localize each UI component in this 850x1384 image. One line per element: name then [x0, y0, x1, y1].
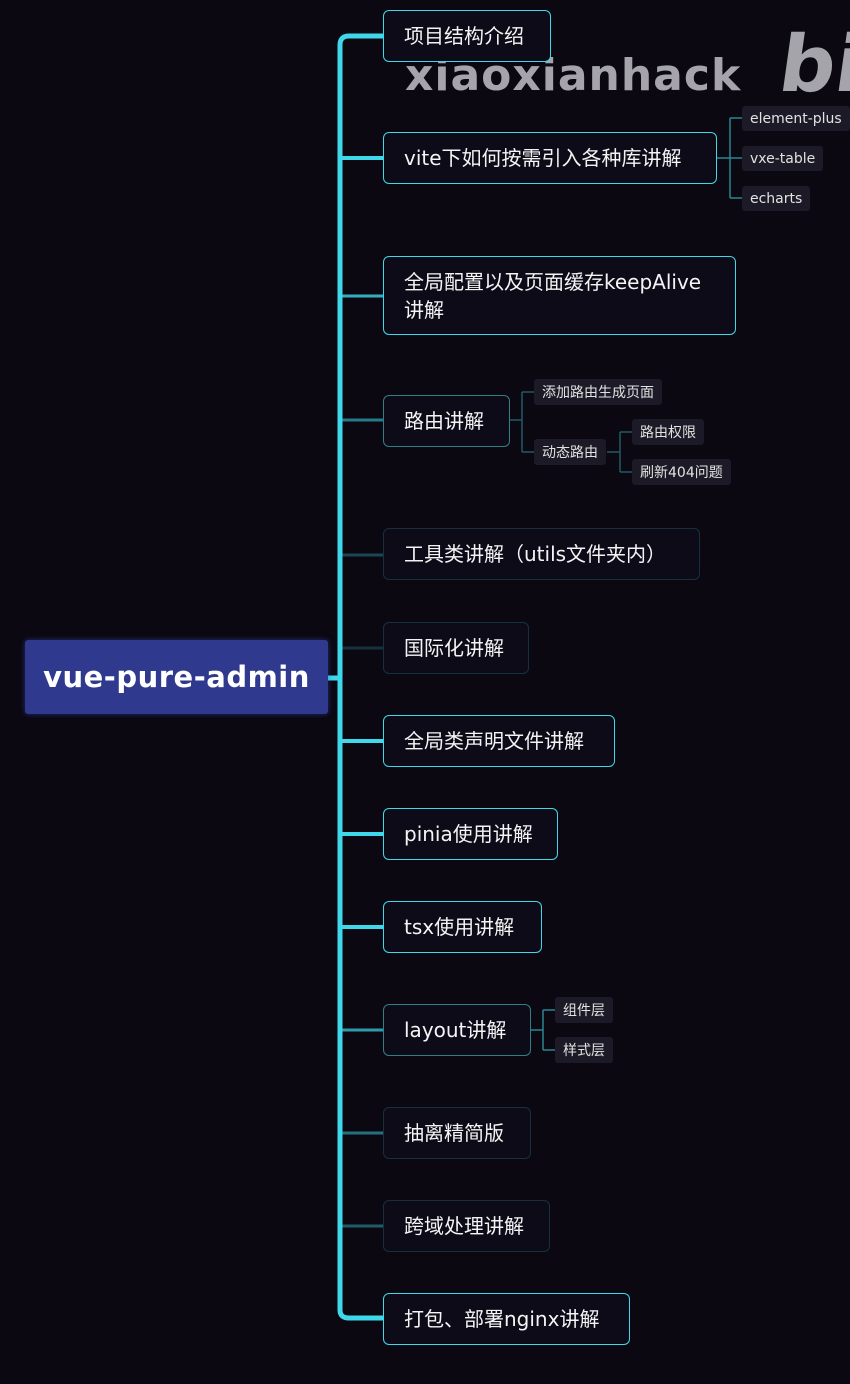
topic-pinia[interactable]: pinia使用讲解 — [383, 808, 558, 860]
topic-cors[interactable]: 跨域处理讲解 — [383, 1200, 550, 1252]
trunk-line — [328, 33, 383, 681]
leaf-echarts[interactable]: echarts — [742, 186, 811, 211]
leaf-component-layer[interactable]: 组件层 — [555, 997, 613, 1023]
vite-children-connector — [717, 117, 742, 199]
layout-children-connector — [531, 1009, 555, 1051]
bilibili-logo-icon: bi — [773, 20, 850, 110]
topic-vite-import[interactable]: vite下如何按需引入各种库讲解 — [383, 132, 717, 184]
leaf-vxe-table[interactable]: vxe-table — [742, 146, 824, 171]
topic-global-types[interactable]: 全局类声明文件讲解 — [383, 715, 615, 767]
leaf-add-route[interactable]: 添加路由生成页面 — [534, 379, 662, 405]
leaf-dynamic-route[interactable]: 动态路由 — [534, 439, 606, 465]
leaf-style-layer[interactable]: 样式层 — [555, 1037, 613, 1063]
dynamic-route-connector — [607, 431, 632, 473]
topic-i18n[interactable]: 国际化讲解 — [383, 622, 529, 674]
topic-tsx[interactable]: tsx使用讲解 — [383, 901, 542, 953]
topic-extract-lite[interactable]: 抽离精简版 — [383, 1107, 531, 1159]
leaf-route-permission[interactable]: 路由权限 — [632, 419, 704, 445]
leaf-element-plus[interactable]: element-plus — [742, 106, 850, 131]
topic-router[interactable]: 路由讲解 — [383, 395, 510, 447]
router-children-connector — [510, 391, 534, 453]
topic-build-deploy[interactable]: 打包、部署nginx讲解 — [383, 1293, 630, 1345]
leaf-refresh-404[interactable]: 刷新404问题 — [632, 459, 731, 485]
trunk-line-lower — [337, 678, 383, 1321]
topic-project-structure[interactable]: 项目结构介绍 — [383, 10, 551, 62]
topic-utils[interactable]: 工具类讲解（utils文件夹内） — [383, 528, 700, 580]
topic-global-config[interactable]: 全局配置以及页面缓存keepAlive讲解 — [383, 256, 736, 335]
root-node[interactable]: vue-pure-admin — [25, 640, 328, 714]
topic-layout[interactable]: layout讲解 — [383, 1004, 531, 1056]
